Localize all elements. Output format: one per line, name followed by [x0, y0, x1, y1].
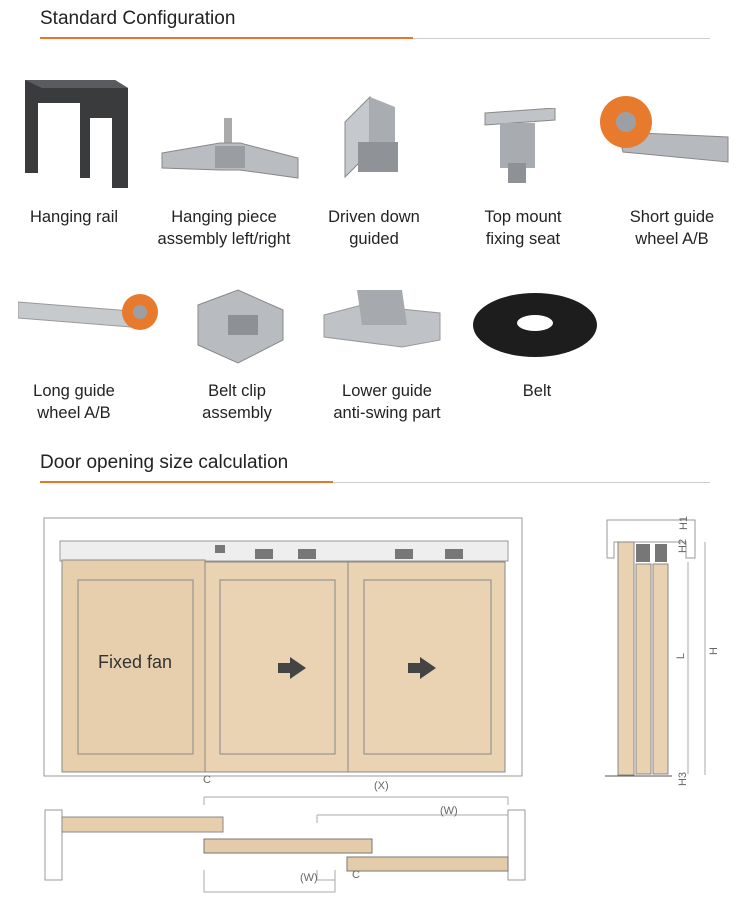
- dim-h2: H2: [677, 538, 690, 554]
- dim-h3: H3: [677, 771, 690, 787]
- dim-c-plan: C: [352, 869, 360, 881]
- arrow-right-icon: [278, 657, 306, 679]
- dim-x: (X): [374, 780, 389, 792]
- plan-view-drawing: [44, 796, 526, 893]
- fixed-fan-label: Fixed fan: [98, 652, 173, 672]
- dim-l: L: [675, 652, 688, 660]
- side-section-drawing: [605, 519, 706, 777]
- section-title-door-opening: Door opening size calculation: [40, 452, 289, 473]
- front-elevation-drawing: [43, 517, 523, 777]
- dim-w-top: (W): [440, 805, 458, 817]
- long-guide-wheel-image: [18, 294, 158, 330]
- lower-guide-image: [323, 290, 441, 348]
- hanging-piece-image: [161, 118, 299, 179]
- belt-clip-image: [197, 289, 284, 364]
- section-title-standard-configuration: Standard Configuration: [40, 8, 236, 29]
- part-label: Belt: [522, 382, 552, 400]
- arrow-right-icon: [408, 657, 436, 679]
- hanging-rail-image: [25, 80, 128, 188]
- part-label: Hanging rail: [29, 208, 119, 226]
- accent-underline: [40, 37, 413, 39]
- driven-down-guided-image: [344, 95, 398, 179]
- dim-h1: H1: [678, 515, 691, 531]
- top-mount-fixing-seat-image: [484, 108, 556, 183]
- dim-h: H: [707, 647, 720, 655]
- divider: [40, 482, 710, 483]
- belt-image: [473, 293, 597, 357]
- dim-w-bottom: (W): [300, 872, 318, 884]
- dim-c: C: [203, 774, 211, 786]
- short-guide-wheel-image: [600, 96, 729, 163]
- accent-underline: [40, 481, 333, 483]
